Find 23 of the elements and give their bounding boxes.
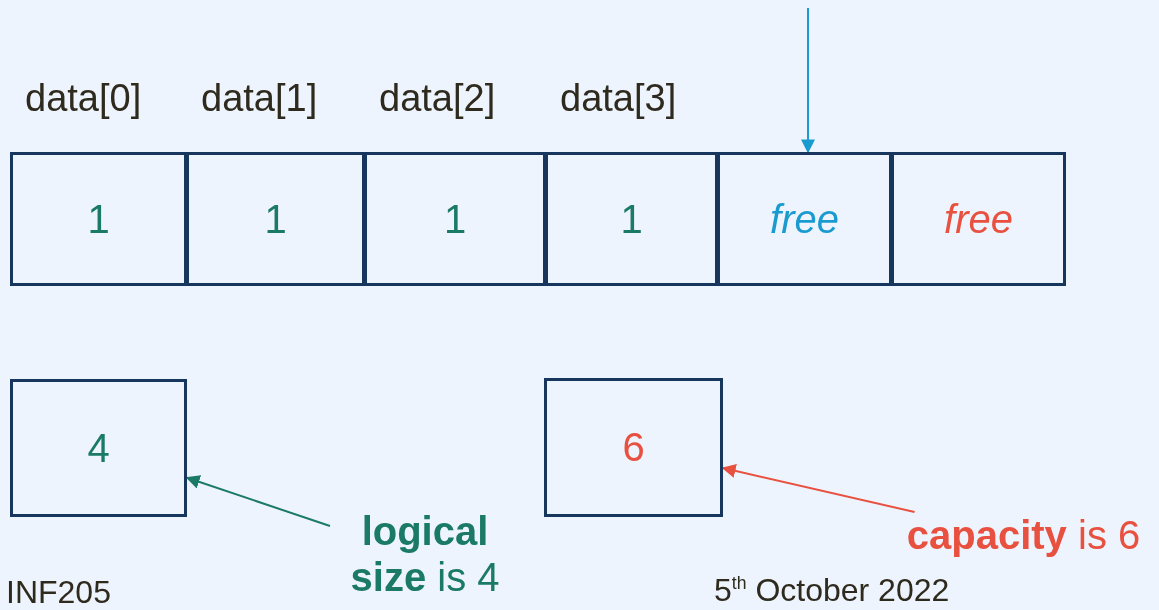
array-cell [717,152,892,286]
index-label: data[0] [25,77,142,120]
arrow [185,475,331,527]
cell-value: 1 [87,196,110,242]
cell-value: 4 [87,425,110,471]
arrow [721,464,916,513]
index-label: data[3] [560,77,677,120]
footer-text: 5$^{th}$ October 2022 [714,572,950,609]
array-cell [891,152,1066,286]
cell-value: 1 [443,196,467,242]
arrow [801,7,815,154]
index-label: data[2] [379,77,496,120]
annotation-text: logical size is 4 [330,508,520,600]
annotation-text: capacity is 6 [888,512,1159,558]
cell-value: free [770,196,839,242]
cell-value: free [944,196,1013,242]
value-box [10,379,187,517]
cell-value: 1 [620,196,643,242]
cell-value: 6 [622,425,645,470]
value-box [544,378,723,517]
footer-text: INF205 [6,574,111,610]
index-label: data[1] [201,77,318,120]
cell-value: 1 [264,196,287,242]
